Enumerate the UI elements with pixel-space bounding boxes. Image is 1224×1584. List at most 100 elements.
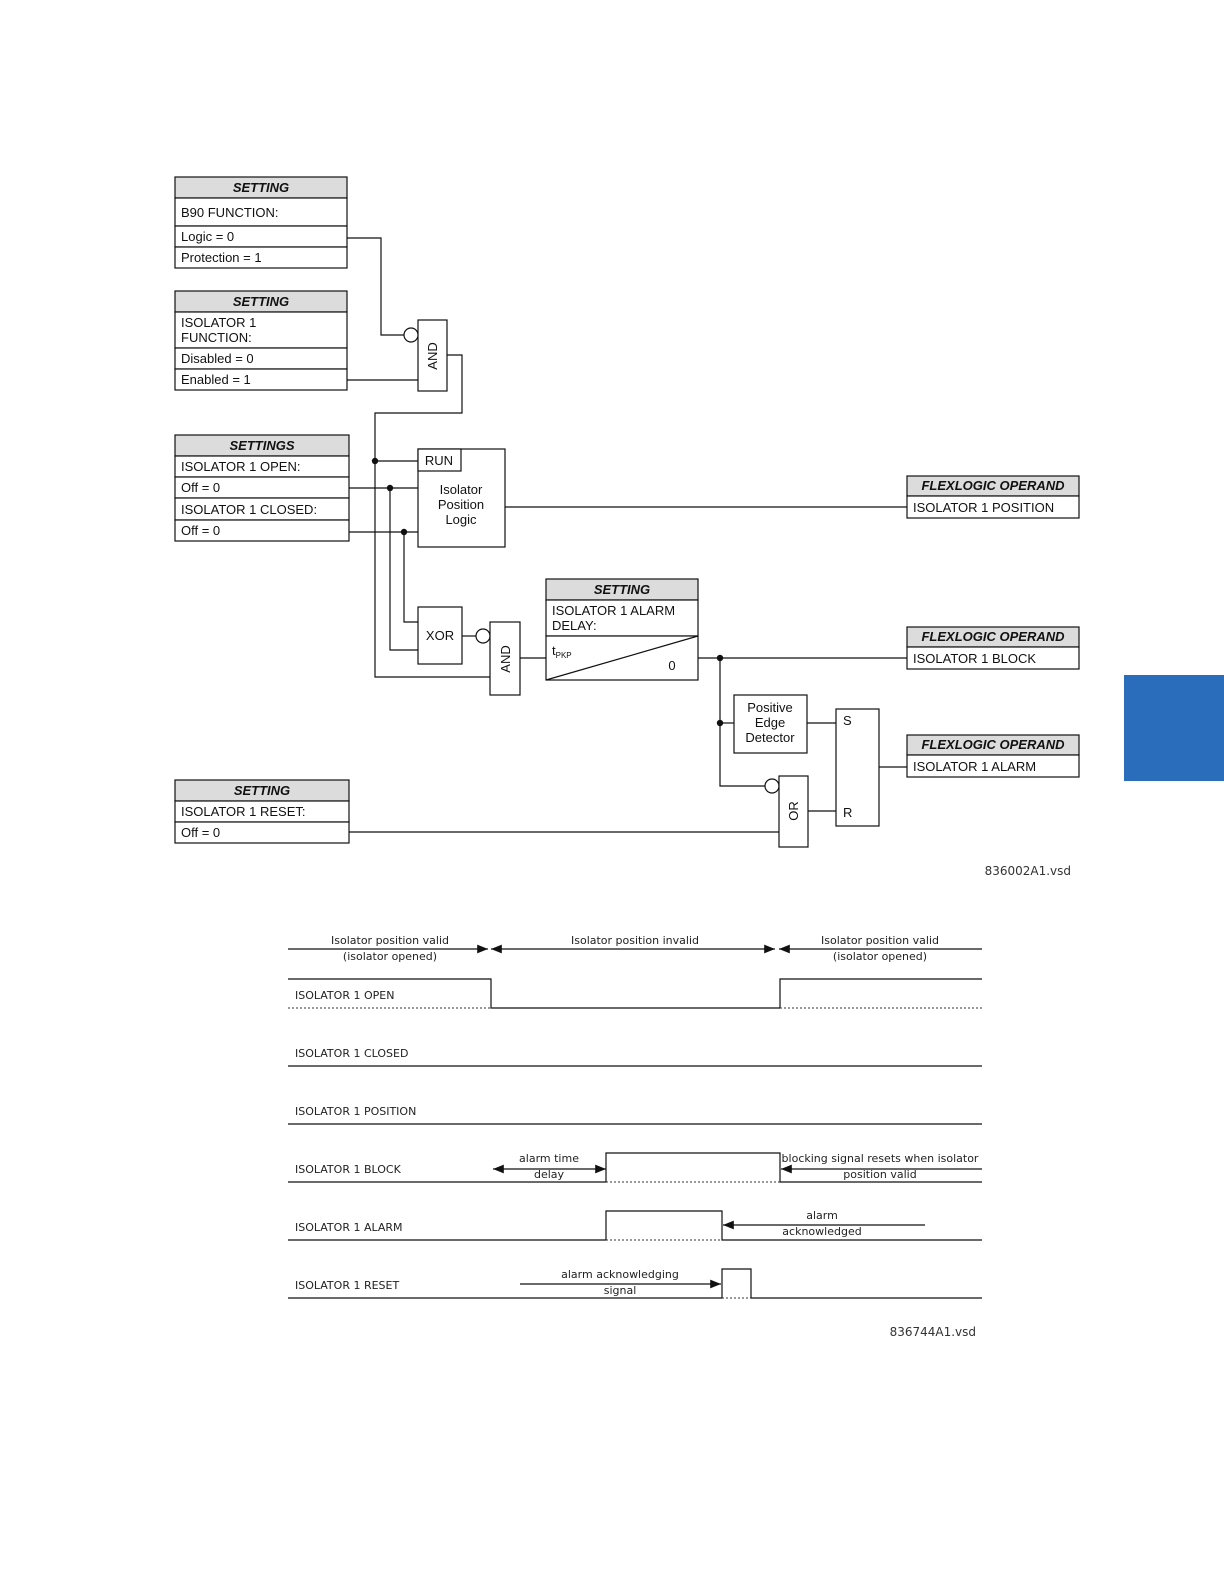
blocking-reset-line2: position valid (843, 1168, 916, 1181)
isolator-reset-setting: SETTING ISOLATOR 1 RESET: Off = 0 (174, 779, 350, 844)
trace-label-block: ISOLATOR 1 BLOCK (295, 1163, 402, 1176)
tpkp-main: t (552, 643, 556, 658)
b90-setting-row-logic: Logic = 0 (181, 229, 234, 244)
timing-diagram-filename: 836744A1.vsd (890, 1325, 976, 1339)
xor-gate: XOR (417, 606, 463, 665)
isolator-position-logic-block: RUN Isolator Position Logic (417, 448, 506, 548)
isolator-open-title: ISOLATOR 1 OPEN: (181, 459, 300, 474)
operand-isolator-position: FLEXLOGIC OPERAND ISOLATOR 1 POSITION (906, 475, 1080, 519)
operand-block-name: ISOLATOR 1 BLOCK (913, 651, 1036, 666)
blocking-reset-line1: blocking signal resets when isolator (782, 1152, 979, 1165)
and-gate-2: AND (489, 621, 521, 696)
inverter-bubble (475, 628, 491, 644)
position-logic-line1: Isolator (440, 482, 483, 497)
isolator-function-row-enabled: Enabled = 1 (181, 372, 251, 387)
sr-latch: S R (835, 708, 880, 827)
isolator-open-off: Off = 0 (181, 480, 220, 495)
ack-signal-line1: alarm acknowledging (561, 1268, 679, 1281)
and-gate-1-label: AND (425, 342, 440, 369)
phase-1-line2: (isolator opened) (343, 950, 437, 963)
isolator-closed-off: Off = 0 (181, 523, 220, 538)
alarm-delay-header: SETTING (594, 582, 650, 597)
trace-label-reset: ISOLATOR 1 RESET (295, 1279, 399, 1292)
wire-closed-to-xor (403, 532, 418, 623)
operand-position-name: ISOLATOR 1 POSITION (913, 500, 1054, 515)
alarm-ack-line1: alarm (806, 1209, 838, 1222)
b90-setting-header: SETTING (233, 180, 289, 195)
isolator-open-closed-settings: SETTINGS ISOLATOR 1 OPEN: Off = 0 ISOLAT… (174, 434, 350, 542)
waveform-reset (288, 1268, 982, 1299)
trace-label-position: ISOLATOR 1 POSITION (295, 1105, 416, 1118)
edge-detector-line1: Positive (747, 700, 793, 715)
trace-isolator-block: ISOLATOR 1 BLOCK alarm time delay blocki… (288, 1152, 982, 1183)
waveform-block (288, 1152, 982, 1183)
wire-block-to-or (719, 658, 765, 787)
junction-dot (371, 457, 379, 465)
inverter-bubble (764, 778, 780, 794)
isolator-function-title-line1: ISOLATOR 1 (181, 315, 256, 330)
operand-isolator-alarm: FLEXLOGIC OPERAND ISOLATOR 1 ALARM (906, 734, 1080, 778)
phase-1-line1: Isolator position valid (331, 934, 449, 947)
positive-edge-detector: Positive Edge Detector (733, 694, 808, 754)
waveform-open (288, 978, 982, 1009)
operand-alarm-name: ISOLATOR 1 ALARM (913, 759, 1036, 774)
alarm-delay-title-line1: ISOLATOR 1 ALARM (552, 603, 675, 618)
wire-and1-output (374, 354, 490, 678)
trace-label-closed: ISOLATOR 1 CLOSED (295, 1047, 408, 1060)
isolator-function-setting: SETTING ISOLATOR 1 FUNCTION: Disabled = … (174, 290, 348, 391)
trace-isolator-open: ISOLATOR 1 OPEN (288, 978, 982, 1009)
chapter-side-tab (1124, 675, 1224, 781)
and-gate-2-label: AND (498, 645, 513, 672)
b90-function-setting: SETTING B90 FUNCTION: Logic = 0 Protecti… (174, 176, 348, 269)
delay-zero-label: 0 (668, 658, 675, 673)
or-gate: OR (778, 775, 809, 848)
edge-detector-line3: Detector (745, 730, 795, 745)
ack-signal-line2: signal (604, 1284, 637, 1297)
isolator-closed-title: ISOLATOR 1 CLOSED: (181, 502, 317, 517)
reset-setting-title: ISOLATOR 1 RESET: (181, 804, 306, 819)
operand-isolator-block: FLEXLOGIC OPERAND ISOLATOR 1 BLOCK (906, 626, 1080, 670)
b90-setting-title: B90 FUNCTION: (181, 205, 279, 220)
xor-gate-label: XOR (426, 628, 454, 643)
latch-set-label: S (843, 713, 852, 728)
waveform-alarm (288, 1210, 982, 1241)
isolator-function-title-line2: FUNCTION: (181, 330, 252, 345)
alarm-delay-title-line2: DELAY: (552, 618, 597, 633)
phase-3-line2: (isolator opened) (833, 950, 927, 963)
operand-block-header: FLEXLOGIC OPERAND (921, 629, 1065, 644)
reset-setting-off: Off = 0 (181, 825, 220, 840)
or-gate-label: OR (786, 801, 801, 821)
b90-setting-row-protection: Protection = 1 (181, 250, 262, 265)
delay-ramp-line (545, 635, 699, 681)
trace-label-alarm: ISOLATOR 1 ALARM (295, 1221, 403, 1234)
phase-3-line1: Isolator position valid (821, 934, 939, 947)
isolator-function-header: SETTING (233, 294, 289, 309)
alarm-ack-line2: acknowledged (782, 1225, 861, 1238)
logic-diagram-filename: 836002A1.vsd (985, 864, 1071, 878)
trace-label-open: ISOLATOR 1 OPEN (295, 989, 394, 1002)
latch-reset-label: R (843, 805, 852, 820)
operand-alarm-header: FLEXLOGIC OPERAND (921, 737, 1065, 752)
alarm-time-delay-line2: delay (534, 1168, 565, 1181)
tpkp-label: tPKP (552, 643, 572, 660)
isolator-function-row-disabled: Disabled = 0 (181, 351, 254, 366)
reset-setting-header: SETTING (234, 783, 290, 798)
trace-isolator-reset: ISOLATOR 1 RESET alarm acknowledging sig… (288, 1268, 982, 1299)
position-logic-line3: Logic (445, 512, 477, 527)
run-label: RUN (425, 453, 453, 468)
alarm-time-delay-line1: alarm time (519, 1152, 579, 1165)
wire-open-to-xor (389, 488, 418, 651)
alarm-delay-setting: SETTING ISOLATOR 1 ALARM DELAY: tPKP 0 (545, 578, 699, 681)
wire-b90-to-and1 (347, 237, 404, 336)
isolator-settings-header: SETTINGS (229, 438, 294, 453)
trace-isolator-position: ISOLATOR 1 POSITION (288, 1105, 982, 1125)
trace-isolator-closed: ISOLATOR 1 CLOSED (288, 1047, 982, 1067)
inverter-bubble (403, 327, 419, 343)
trace-isolator-alarm: ISOLATOR 1 ALARM alarm acknowledged (288, 1209, 982, 1241)
timing-phase-row: Isolator position valid (isolator opened… (288, 934, 982, 963)
position-logic-line2: Position (438, 497, 484, 512)
tpkp-sub: PKP (556, 651, 572, 660)
phase-2-line1: Isolator position invalid (571, 934, 699, 947)
operand-position-header: FLEXLOGIC OPERAND (921, 478, 1065, 493)
